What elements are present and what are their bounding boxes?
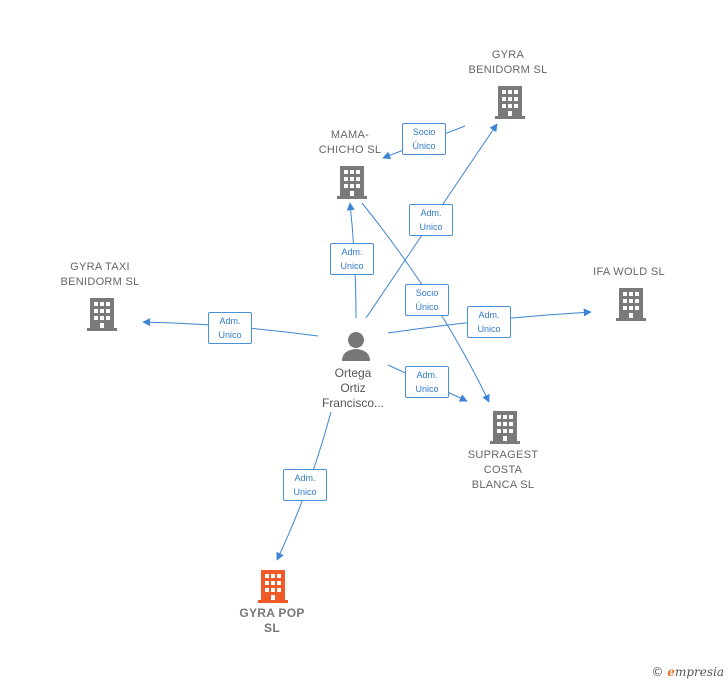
building-icon: [616, 288, 646, 321]
edge-label-adm-ifa: Adm. Unico: [467, 306, 511, 338]
edge-label-socio-unico-mama: Socio Único: [402, 123, 446, 155]
building-icon: [337, 166, 367, 199]
copyright-icon: ©: [651, 665, 664, 679]
node-label-gyra-pop[interactable]: GYRA POP SL: [239, 606, 305, 635]
person-icon: [342, 332, 370, 361]
building-icon: [495, 86, 525, 119]
edge-label-adm-mama: Adm. Unico: [330, 243, 374, 275]
empresia-watermark: © empresia: [651, 665, 724, 679]
edge-label-adm-gyra-benidorm: Adm. Unico: [409, 204, 453, 236]
building-icon: [258, 570, 288, 603]
building-icon: [490, 411, 520, 444]
building-icon: [87, 298, 117, 331]
edge-label-adm-gyra-pop: Adm. Unico: [283, 469, 327, 501]
node-label-ifa-wold[interactable]: IFA WOLD SL: [593, 266, 665, 278]
node-label-supragest[interactable]: SUPRAGEST COSTA BLANCA SL: [467, 449, 539, 491]
node-label-person[interactable]: Ortega Ortiz Francisco...: [321, 366, 384, 410]
node-label-gyra-taxi[interactable]: GYRA TAXI BENIDORM SL: [60, 261, 140, 288]
edge-label-socio-unico-supragest: Socio Único: [405, 284, 449, 316]
node-label-gyra-benidorm[interactable]: GYRA BENIDORM SL: [468, 49, 548, 76]
edge-label-adm-gyra-taxi: Adm. Unico: [208, 312, 252, 344]
brand-initial: e: [667, 665, 675, 679]
node-label-mama-chicho[interactable]: MAMA- CHICHO SL: [318, 129, 382, 156]
edge-label-adm-supragest: Adm. Unico: [405, 366, 449, 398]
brand-name: mpresia: [674, 665, 724, 679]
